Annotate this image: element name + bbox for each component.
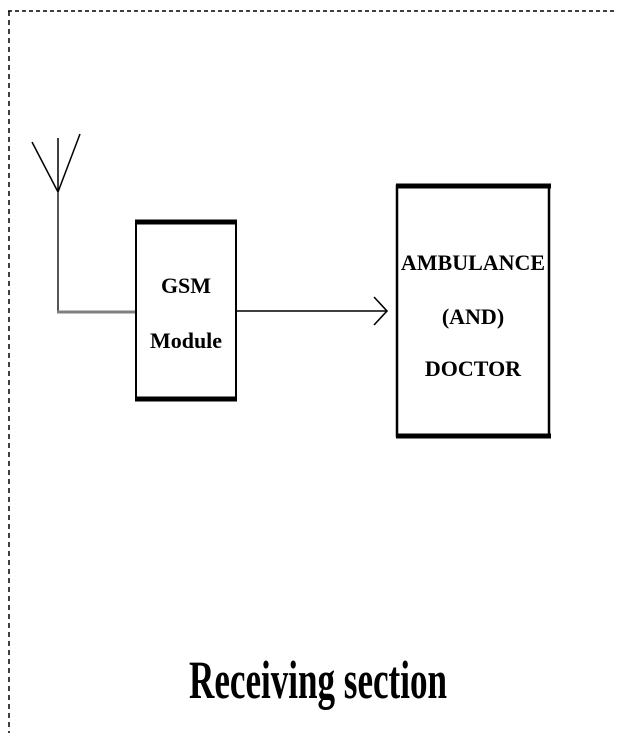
gsm-module-block: GSM Module — [135, 219, 237, 402]
ambulance-doctor-block: AMBULANCE (AND) DOCTOR — [395, 183, 551, 439]
gsm-module-label-line2: Module — [150, 328, 222, 353]
ambulance-label-line1: AMBULANCE — [401, 250, 545, 275]
antenna-icon — [31, 133, 81, 312]
signal-arrow — [237, 296, 389, 326]
ambulance-label-line3: DOCTOR — [425, 356, 522, 381]
diagram-caption: Receiving section — [189, 650, 447, 710]
gsm-module-label-line1: GSM — [161, 273, 211, 298]
ambulance-label-line2: (AND) — [442, 304, 504, 329]
